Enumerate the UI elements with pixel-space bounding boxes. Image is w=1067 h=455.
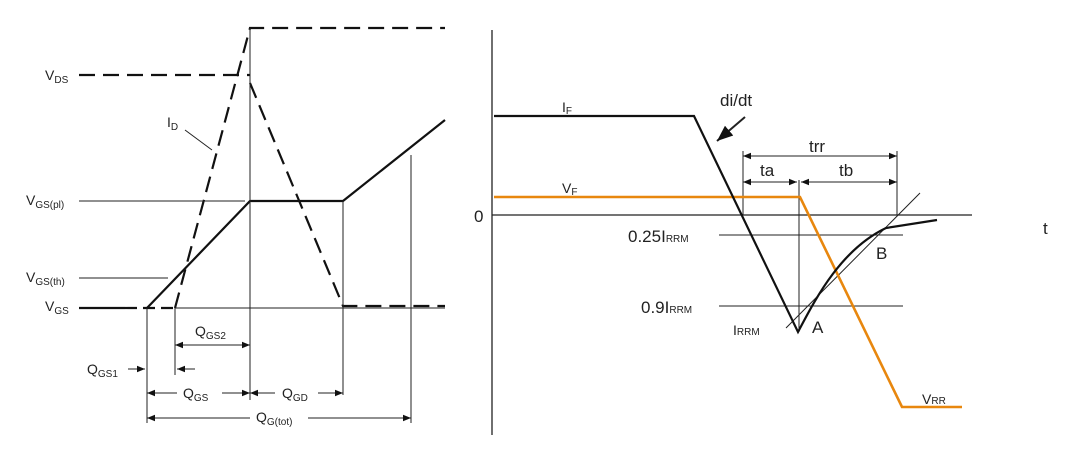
point-a-label: A — [812, 318, 824, 337]
gate-charge-diagram: VDS ID VGS(pl) VGS(th) VGS QGS2 QGS1 QGS… — [26, 26, 446, 428]
vgs-th-label: VGS(th) — [26, 269, 65, 288]
ta-label: ta — [760, 161, 775, 180]
didt-label: di/dt — [720, 91, 752, 110]
didt-arrow — [716, 116, 746, 142]
voltage-waveform — [494, 195, 962, 409]
irrm-label: IRRM — [733, 322, 760, 338]
vds-waveform — [79, 73, 445, 308]
guide-lines — [79, 28, 445, 423]
qg-tot-label: QG(tot) — [256, 409, 292, 428]
qgs-label: QGS — [183, 385, 209, 404]
qgd-label: QGD — [282, 385, 308, 404]
trr-label: trr — [809, 137, 825, 156]
vrr-label: VRR — [922, 391, 946, 407]
vds-label: VDS — [45, 67, 69, 86]
qgs2-label: QGS2 — [195, 323, 226, 342]
i025-label: 0.25IRRM — [628, 227, 689, 246]
axes — [491, 30, 972, 435]
vgs-waveform — [146, 119, 446, 309]
qgs1-label: QGS1 — [87, 361, 118, 380]
id-top-dashed — [173, 26, 445, 309]
i09-label: 0.9IRRM — [641, 298, 692, 317]
if-label: IF — [562, 99, 572, 117]
tb-label: tb — [839, 161, 853, 180]
id-label: ID — [167, 114, 178, 133]
current-waveform — [494, 114, 938, 335]
reverse-recovery-diagram: IF VF di/dt 0 t trr ta tb 0.25IRRM 0.9IR… — [474, 30, 1048, 435]
vgs-label: VGS — [45, 298, 69, 317]
point-b-label: B — [876, 244, 887, 263]
zero-label: 0 — [474, 207, 483, 226]
vf-label: VF — [562, 180, 577, 198]
t-axis-label: t — [1043, 219, 1048, 238]
guide-lines — [719, 151, 921, 332]
vgs-pl-label: VGS(pl) — [26, 192, 64, 211]
